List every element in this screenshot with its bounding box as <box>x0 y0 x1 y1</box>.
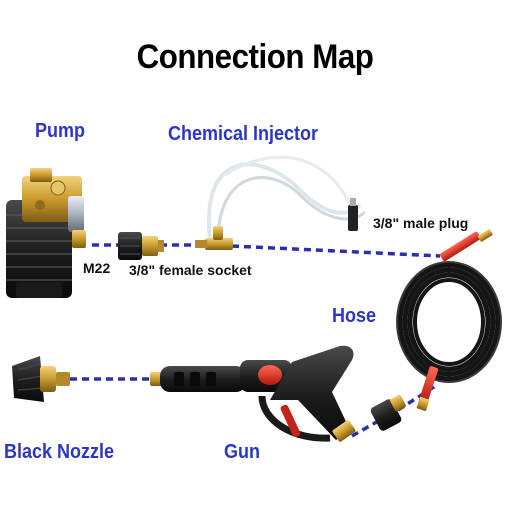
label-gun: Gun <box>224 441 260 463</box>
gun-to-coupler-line <box>351 418 381 438</box>
spray-gun-image <box>150 345 356 442</box>
chemical-injector-image <box>195 155 367 250</box>
black-nozzle-image <box>12 356 70 402</box>
label-hose: Hose <box>332 305 377 327</box>
female-socket-image <box>118 232 164 260</box>
label-pump: Pump <box>35 120 86 142</box>
hose-coil-image <box>396 261 502 383</box>
label-chemical-injector: Chemical Injector <box>168 123 319 145</box>
note-m22: M22 <box>83 260 111 276</box>
label-black-nozzle: Black Nozzle <box>4 441 115 463</box>
gun-hose-coupler-image <box>370 394 406 431</box>
note-male-plug: 3/8" male plug <box>373 215 469 231</box>
page-title: Connection Map <box>136 38 374 76</box>
injector-to-plug-line <box>231 244 441 258</box>
pump-image <box>6 168 86 298</box>
hose-fittings-image <box>416 229 493 411</box>
note-female-socket: 3/8" female socket <box>129 262 252 278</box>
